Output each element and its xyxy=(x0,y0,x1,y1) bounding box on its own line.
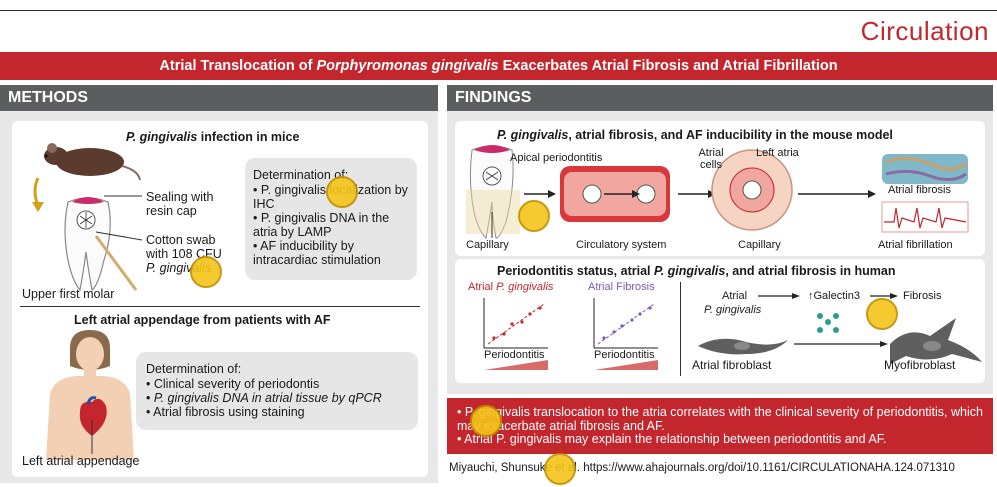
label-molar: Upper first molar xyxy=(22,287,115,301)
journal-name: Circulation xyxy=(860,16,989,46)
label-fibrosis: Atrial fibrosis xyxy=(888,184,951,196)
title-species: Porphyromonas gingivalis xyxy=(316,58,499,74)
plot1-label: Atrial P. gingivalis xyxy=(468,281,553,293)
correlation-plot-fibrosis xyxy=(593,298,658,370)
person-icon xyxy=(46,330,134,460)
label-capillary-2: Capillary xyxy=(738,239,781,251)
plot2-xlabel: Periodontitis xyxy=(594,349,655,361)
tooth-icon xyxy=(64,197,111,292)
mice-determination-box xyxy=(245,158,417,280)
path-atrial: Atrial xyxy=(722,290,748,302)
highlight-marker xyxy=(326,176,358,208)
path-fibrosis: Fibrosis xyxy=(903,290,942,302)
myofibroblast-icon xyxy=(890,318,982,364)
fibroblast-icon xyxy=(698,338,788,355)
human-title-part2: , and atrial fibrosis in human xyxy=(725,264,896,278)
mice-title-species: P. gingivalis xyxy=(126,130,198,144)
patient-illustration xyxy=(46,330,134,460)
human-title: Periodontitis status, atrial P. gingival… xyxy=(497,264,895,278)
mice-title: P. gingivalis infection in mice xyxy=(126,130,299,144)
human-title-species: P. gingivalis xyxy=(653,264,726,278)
human-title-part1: Periodontitis status, atrial xyxy=(497,264,654,278)
label-circulatory: Circulatory system xyxy=(576,239,667,251)
patients-determination-list: • Clinical severity of periodontis • P. … xyxy=(146,377,382,419)
path-galectin-label: Galectin3 xyxy=(813,290,860,302)
highlight-marker xyxy=(470,405,502,437)
conclusion-item: • P. gingivalis translocation to the atr… xyxy=(457,405,983,433)
patients-title: Left atrial appendage from patients with… xyxy=(74,313,331,327)
label-myofibroblast: Myofibroblast xyxy=(884,358,956,372)
galectin-icon xyxy=(817,313,839,333)
methods-divider xyxy=(20,306,420,307)
patients-determination-item: • Clinical severity of periodontis xyxy=(146,377,320,391)
atrial-cells-icon xyxy=(711,149,793,231)
mouse-model-title-rest: , atrial fibrosis, and AF inducibility i… xyxy=(568,128,893,142)
plot1-label-a: Atrial xyxy=(468,281,497,293)
ecg-icon xyxy=(881,201,969,233)
patients-determination-box xyxy=(136,352,418,430)
label-swab-1: Cotton swab xyxy=(146,233,216,247)
conclusion-item: • Atrial P. gingivalis may explain the r… xyxy=(457,432,887,446)
plot1-label-b: P. gingivalis xyxy=(496,281,554,293)
page-title: Atrial Translocation of Porphyromonas gi… xyxy=(0,52,997,80)
conclusions-box: • P. gingivalis translocation to the atr… xyxy=(447,398,993,454)
highlight-marker xyxy=(544,453,576,485)
label-atrial-cells: Atrial cells xyxy=(698,147,724,171)
findings-header: FINDINGS xyxy=(447,85,993,111)
correlation-plots xyxy=(483,298,658,370)
patients-determination-item: • P. gingivalis DNA in atrial tissue by … xyxy=(146,391,382,405)
label-appendage: Left atrial appendage xyxy=(22,454,140,468)
mice-determination-title: Determination of: xyxy=(253,168,349,182)
human-divider xyxy=(680,282,681,376)
title-part1: Atrial Translocation of xyxy=(159,58,317,74)
mice-determination-item: • P. gingivalis DNA in the atria by LAMP xyxy=(253,211,390,239)
fibrosis-tissue-icon xyxy=(882,154,968,184)
label-left-atria: Left atria xyxy=(756,147,799,159)
highlight-marker xyxy=(518,200,550,232)
title-part2: Exacerbates Atrial Fibrosis and Atrial F… xyxy=(498,58,838,74)
label-fibroblast: Atrial fibroblast xyxy=(692,358,772,372)
mice-title-rest: infection in mice xyxy=(197,130,300,144)
mouse-icon xyxy=(44,143,141,181)
correlation-plot-pg xyxy=(483,298,548,370)
plot2-label: Atrial Fibrosis xyxy=(588,281,655,293)
pathway-illustration xyxy=(698,293,982,364)
mouse-tooth-illustration xyxy=(32,143,143,292)
methods-header: METHODS xyxy=(0,85,438,111)
blood-vessel-icon xyxy=(560,166,670,222)
mouse-model-title: P. gingivalis, atrial fibrosis, and AF i… xyxy=(497,128,893,142)
plot1-xlabel: Periodontitis xyxy=(484,349,545,361)
highlight-marker xyxy=(190,256,222,288)
highlight-marker xyxy=(866,298,898,330)
label-apical: Apical periodontitis xyxy=(510,152,603,164)
mice-determination-item: • AF inducibility by intracardiac stimul… xyxy=(253,239,381,267)
patients-determination-title: Determination of: xyxy=(146,362,242,376)
path-galectin: ↑Galectin3 xyxy=(808,290,860,302)
tooth-icon xyxy=(466,145,520,240)
path-pg: P. gingivalis xyxy=(704,304,762,316)
label-sealing: Sealing with resin cap xyxy=(146,190,214,218)
top-rule xyxy=(0,10,997,11)
citation-link[interactable]: Miyauchi, Shunsuke et al. https://www.ah… xyxy=(449,462,955,474)
patients-determination-item: • Atrial fibrosis using staining xyxy=(146,405,305,419)
heart-icon xyxy=(79,396,107,436)
label-fibrillation: Atrial fibrillation xyxy=(878,239,953,251)
mouse-model-illustration xyxy=(466,145,969,240)
mouse-model-title-species: P. gingivalis xyxy=(497,128,569,142)
label-capillary-1: Capillary xyxy=(466,239,509,251)
